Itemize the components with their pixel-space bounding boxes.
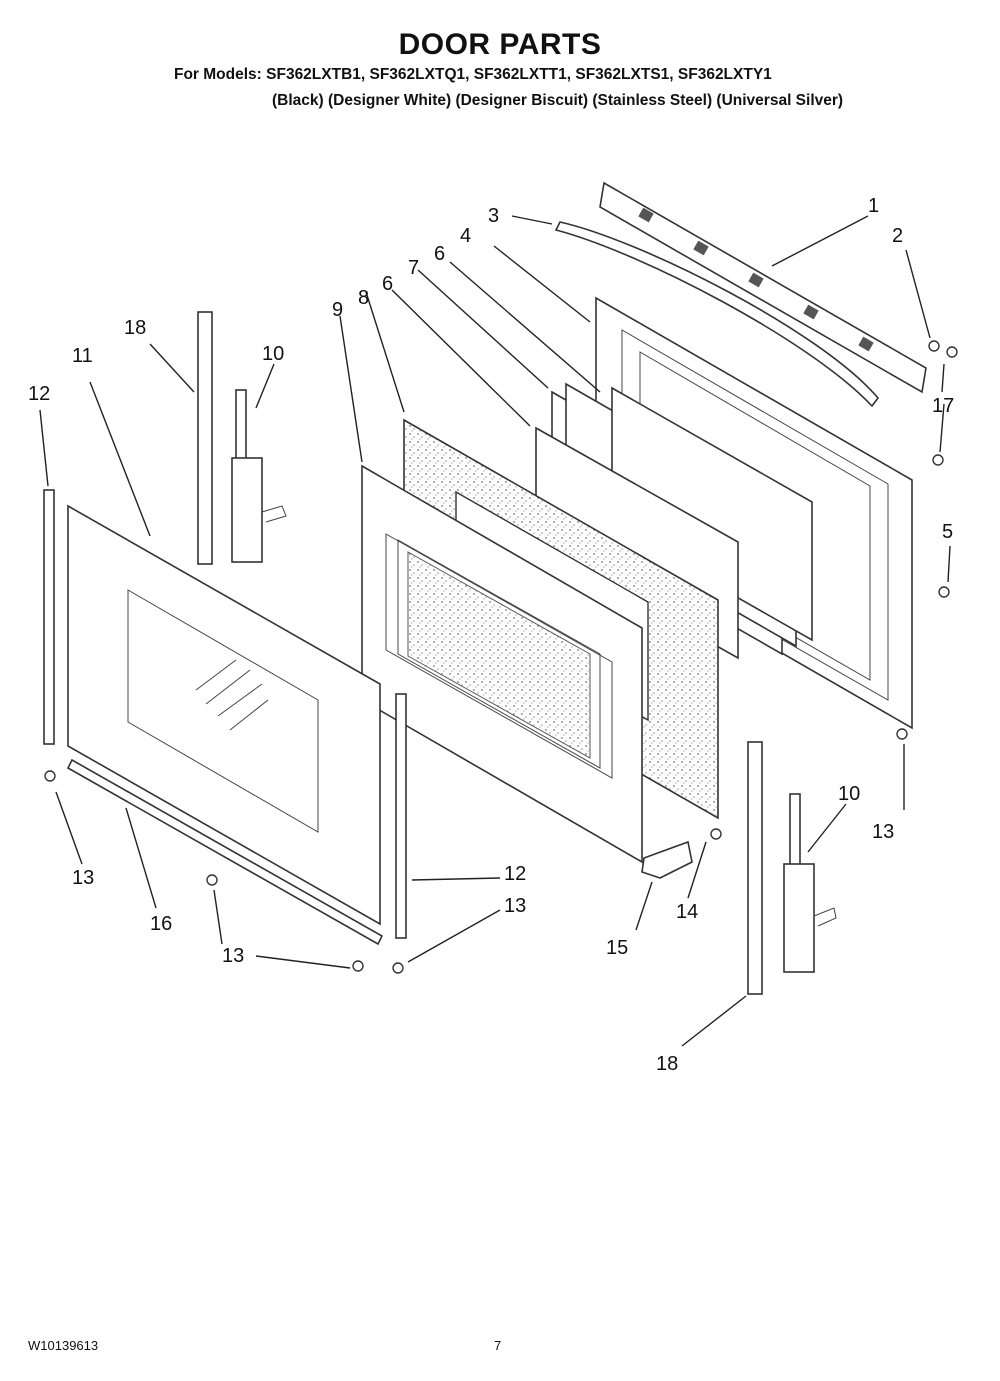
model-list: For Models: SF362LXTB1, SF362LXTQ1, SF36… (174, 66, 772, 83)
part-door-liner (361, 464, 643, 864)
callout-12a: 12 (28, 383, 50, 405)
callout-10a: 10 (262, 343, 284, 365)
part-bracket (641, 840, 693, 879)
callout-9: 9 (332, 299, 343, 321)
part-side-trim-left (43, 489, 55, 745)
callout-12b: 12 (504, 863, 526, 885)
callout-18a: 18 (124, 317, 146, 339)
part-vent-trim (599, 181, 927, 394)
part-hinge-receiver-right (747, 741, 763, 995)
callout-13d: 13 (222, 945, 244, 967)
part-screws (44, 340, 958, 974)
callout-11: 11 (72, 345, 93, 367)
callout-13a: 13 (872, 821, 894, 843)
callout-7: 7 (408, 257, 419, 279)
document-number: W10139613 (28, 1338, 99, 1353)
part-hinge-left (231, 389, 287, 563)
callout-10b: 10 (838, 783, 860, 805)
callout-13b: 13 (72, 867, 94, 889)
callout-14: 14 (676, 901, 698, 923)
callout-3: 3 (488, 205, 499, 227)
callout-6b: 6 (382, 273, 393, 295)
leader-lines (39, 215, 951, 1047)
part-side-trim-right (395, 693, 407, 939)
part-handle (554, 221, 880, 408)
callout-16: 16 (150, 913, 172, 935)
part-hinge-right (783, 793, 837, 973)
callout-8: 8 (358, 287, 369, 309)
callout-4: 4 (460, 225, 471, 247)
color-list: (Black) (Designer White) (Designer Biscu… (272, 92, 844, 109)
callout-18b: 18 (656, 1053, 678, 1075)
callout-2: 2 (892, 225, 903, 247)
callout-labels: 1 2 3 4 6 7 6 8 9 18 10 11 12 17 5 10 13… (28, 195, 954, 1075)
part-hinge-receiver-left (197, 311, 213, 565)
callout-6a: 6 (434, 243, 445, 265)
part-outer-door-glass (67, 504, 381, 926)
callout-5: 5 (942, 521, 953, 543)
page-title: DOOR PARTS (398, 28, 602, 61)
callout-1: 1 (868, 195, 879, 217)
callout-13c: 13 (504, 895, 526, 917)
callout-15: 15 (606, 937, 628, 959)
page-number: 7 (494, 1338, 502, 1353)
part-bottom-trim (66, 758, 384, 946)
callout-17: 17 (932, 395, 954, 417)
